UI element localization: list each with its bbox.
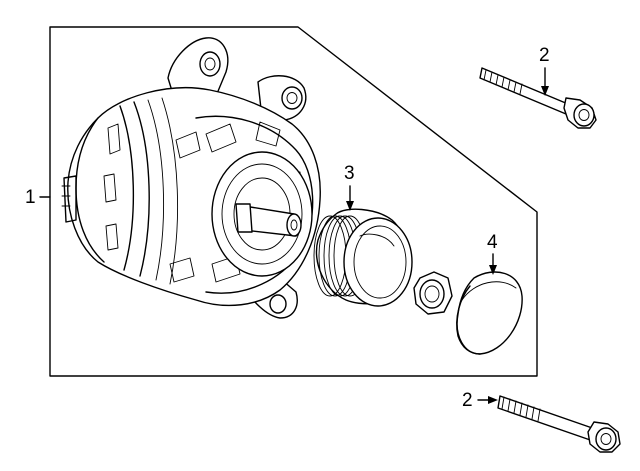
callout-4: 4 bbox=[487, 232, 498, 253]
alternator bbox=[61, 37, 321, 319]
leader-arrow-4 bbox=[489, 253, 497, 275]
bolt-top bbox=[479, 67, 597, 129]
callout-2-bottom: 2 bbox=[462, 390, 473, 411]
pulley bbox=[313, 208, 413, 307]
assembly-outline bbox=[49, 26, 538, 377]
callout-2-top: 2 bbox=[539, 45, 550, 66]
callout-1: 1 bbox=[25, 187, 36, 208]
leader-arrow-3 bbox=[346, 185, 354, 211]
pulley-cap bbox=[456, 271, 523, 355]
leader-arrow-2-top bbox=[541, 67, 549, 96]
pulley-nut bbox=[413, 271, 453, 315]
leader-arrow-2-bottom bbox=[477, 396, 498, 404]
bolt-bottom bbox=[497, 395, 621, 453]
callout-3: 3 bbox=[344, 163, 355, 184]
